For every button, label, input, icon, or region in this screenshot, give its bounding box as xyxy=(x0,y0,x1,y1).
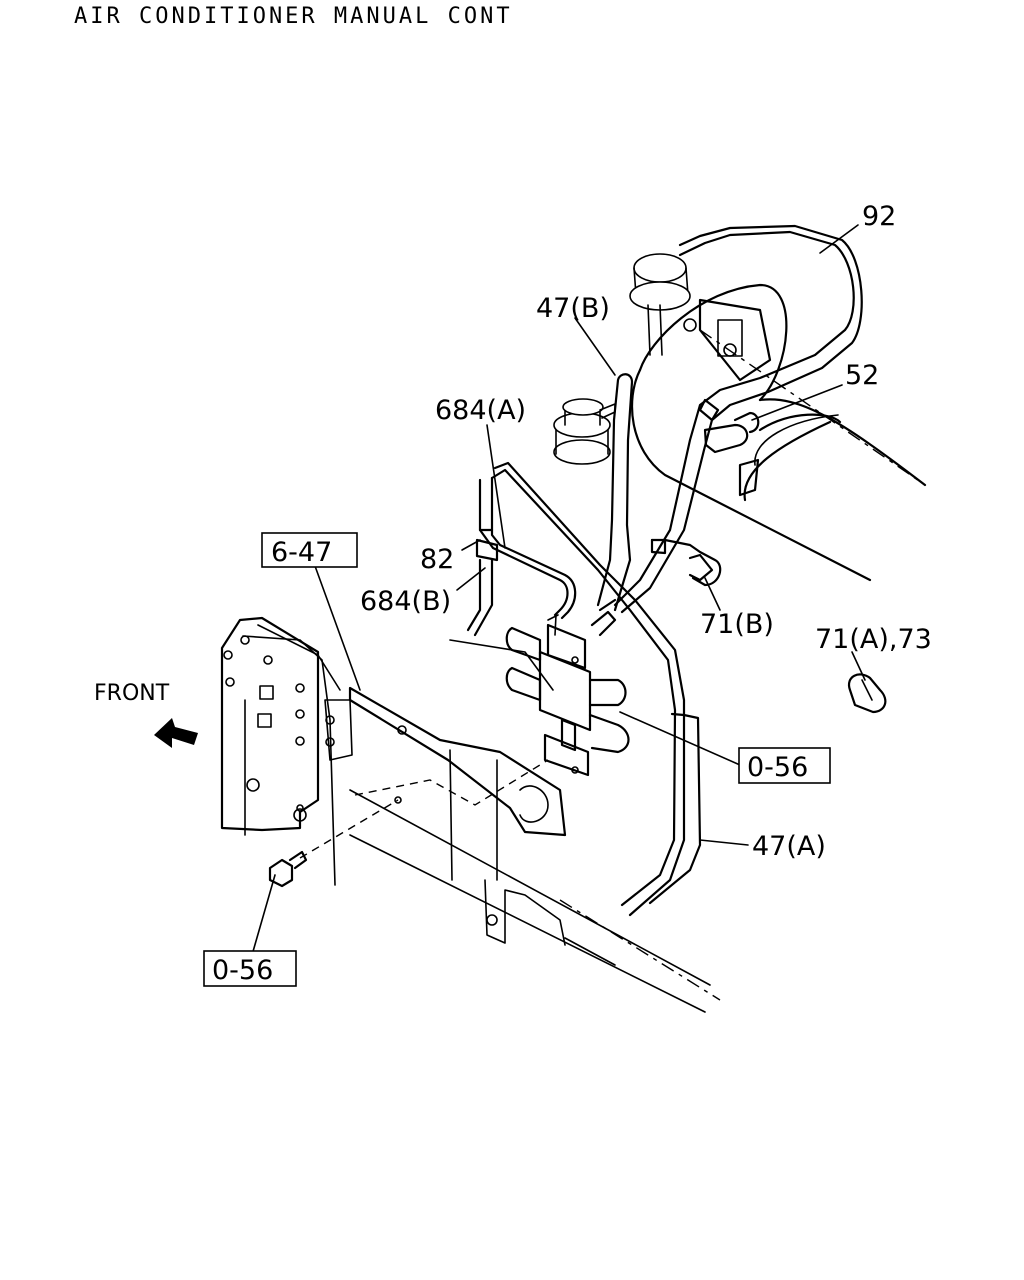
label-47b: 47(B) xyxy=(536,293,610,324)
vacuum-hoses xyxy=(466,224,863,917)
label-47a: 47(A) xyxy=(752,831,826,862)
ref-box-0-56-right xyxy=(738,747,831,784)
bolt xyxy=(268,799,399,888)
label-684b: 684(B) xyxy=(360,586,451,617)
label-52: 52 xyxy=(845,360,879,391)
label-6-47: 6-47 xyxy=(271,537,332,568)
label-0-56-right: 0-56 xyxy=(747,752,808,783)
label-92: 92 xyxy=(862,201,896,232)
frame-rail xyxy=(349,789,721,1013)
ref-box-0-56-left xyxy=(203,950,297,987)
label-71b: 71(B) xyxy=(700,609,774,640)
label-684a: 684(A) xyxy=(435,395,526,426)
exhaust-brake-actuator xyxy=(629,253,927,582)
front-arrow-icon xyxy=(154,718,198,748)
diagram-title: AIR CONDITIONER MANUAL CONT xyxy=(74,4,513,29)
leader-lines xyxy=(251,224,866,956)
label-82: 82 xyxy=(420,544,454,575)
vacuum-canister xyxy=(553,398,616,465)
label-0-56-left: 0-56 xyxy=(212,955,273,986)
label-front: FRONT xyxy=(94,681,170,706)
ref-box-6-47 xyxy=(261,532,358,568)
support-bracket xyxy=(348,686,567,946)
valve-assembly xyxy=(505,614,630,777)
left-bracket-plate xyxy=(220,616,353,886)
part-labels: 92 47(B) 52 684(A) 6-47 82 684(B) 71(B) … xyxy=(94,201,932,987)
label-71a-73: 71(A),73 xyxy=(815,624,932,655)
